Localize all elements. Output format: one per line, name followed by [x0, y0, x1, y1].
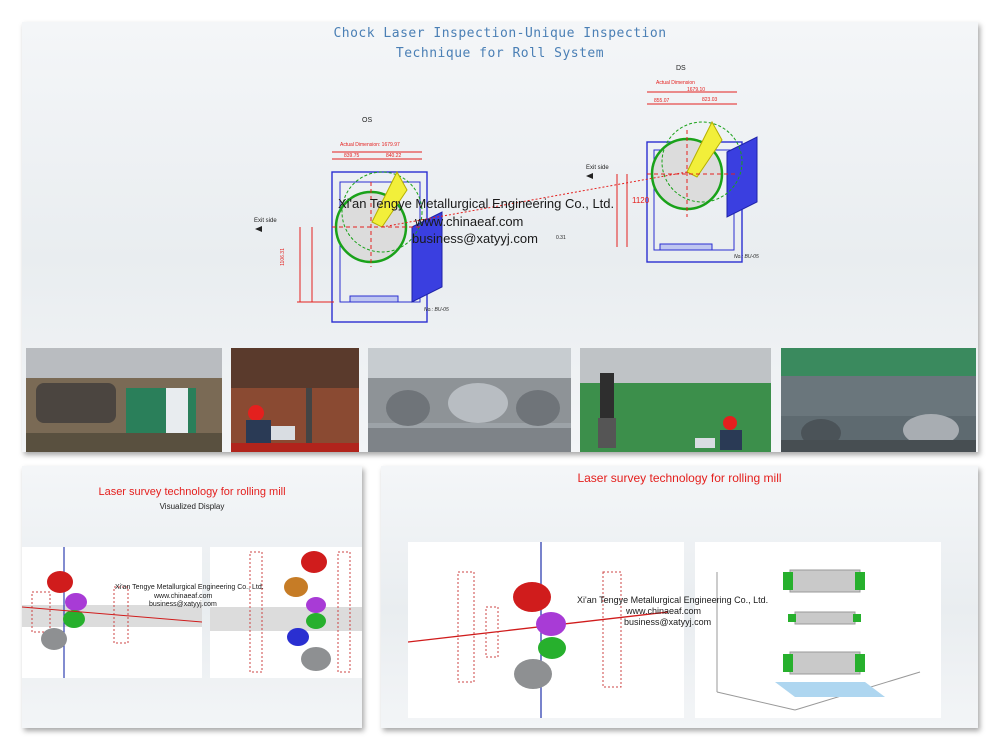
- bl-title: Laser survey technology for rolling mill: [98, 486, 286, 498]
- chock-inspection-panel: Chock Laser Inspection-Unique Inspection…: [22, 22, 978, 452]
- exit-arrow-left-icon: [255, 226, 262, 232]
- ds-chock-drawing: [616, 91, 758, 263]
- ds-actual-dimension: Actual Dimension: [656, 80, 695, 86]
- os-vertical: 1106.31: [279, 248, 286, 266]
- photo-mill-hall: [781, 348, 976, 452]
- watermark-email: business@xatyyj.com: [412, 231, 538, 246]
- bl-visual-right: [210, 547, 362, 678]
- os-dim-a: 839.75: [344, 153, 360, 159]
- bl-watermark-web: www.chinaeaf.com: [154, 593, 213, 600]
- ds-overall: 1679.10: [687, 87, 706, 93]
- panel-title-line1: Chock Laser Inspection-Unique Inspection: [333, 26, 667, 41]
- photo-operators-with-laptop: [231, 348, 359, 452]
- ds-vertical: 1120: [632, 196, 650, 205]
- ds-dim-a: 855.07: [654, 98, 670, 104]
- br-watermark-email: business@xatyyj.com: [624, 617, 712, 627]
- photo-laser-tracker-workshop: [26, 348, 222, 452]
- ds-chock-no: No.: BU-05: [734, 254, 759, 260]
- br-watermark-web: www.chinaeaf.com: [626, 606, 702, 616]
- laser-survey-panel: Laser survey technology for rolling mill: [381, 466, 978, 728]
- bl-visual-left: [22, 547, 202, 678]
- chock-diagram: [255, 91, 758, 323]
- os-dim-b: 840.22: [386, 153, 402, 159]
- br-visual-left: [408, 542, 684, 718]
- os-actual-dimension: Actual Dimension: 1679.97: [340, 142, 400, 148]
- br-title: Laser survey technology for rolling mill: [577, 471, 782, 485]
- br-visual-right: [695, 542, 941, 718]
- bl-watermark-email: business@xatyyj.com: [149, 601, 217, 608]
- br-watermark-company: Xi'an Tengye Metallurgical Engineering C…: [577, 595, 769, 605]
- photo-laser-tracker-green-floor: [580, 348, 771, 452]
- ds-dim-b: 823.03: [702, 97, 718, 103]
- photo-rolls-storage: [368, 348, 571, 452]
- bl-watermark-company: Xi'an Tengye Metallurgical Engineering C…: [115, 584, 264, 591]
- offset-value: 0.31: [556, 235, 566, 241]
- exit-side-left: Exit side: [254, 218, 277, 224]
- ds-label: DS: [676, 65, 686, 72]
- exit-arrow-right-icon: [586, 173, 593, 179]
- os-chock-no: No.: BU-05: [424, 307, 449, 313]
- watermark-web: www.chinaeaf.com: [415, 214, 524, 229]
- visualized-display-panel: Laser survey technology for rolling mill…: [22, 466, 362, 728]
- os-chock-drawing: [297, 151, 443, 323]
- panel-title-line2: Technique for Roll System: [395, 46, 605, 61]
- exit-side-right: Exit side: [586, 165, 609, 171]
- watermark-company: Xi'an Tengye Metallurgical Engineering C…: [338, 196, 615, 211]
- os-label: OS: [362, 117, 373, 124]
- bl-subtitle: Visualized Display: [159, 502, 225, 511]
